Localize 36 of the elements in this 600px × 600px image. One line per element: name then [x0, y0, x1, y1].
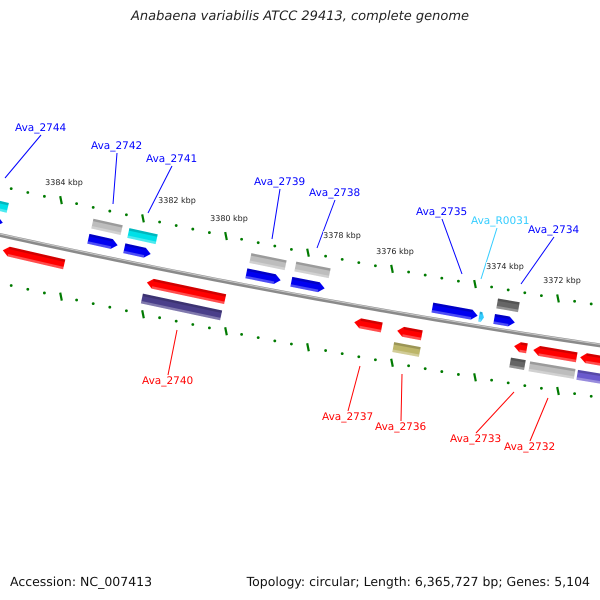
gene-label: Ava_2742	[91, 140, 142, 153]
gene-label: Ava_2732	[504, 441, 556, 454]
footer-text: Accession: NC_007413	[10, 574, 152, 589]
leader-line	[530, 398, 548, 442]
leader-line	[112, 152, 118, 204]
leader-line	[476, 392, 514, 434]
gene-label: Ava_2738	[309, 187, 360, 200]
leader-line	[442, 218, 462, 274]
gene-label: Ava_2740	[142, 375, 194, 388]
leader-line	[520, 236, 554, 284]
footer-text: Topology: circular; Length: 6,365,727 bp; Genes: 5,104	[246, 574, 590, 589]
position-label: 3378 kbp	[323, 230, 361, 241]
gene-label: Ava_2734	[528, 224, 580, 237]
leader-line	[400, 374, 402, 422]
position-label: 3376 kbp	[376, 246, 414, 257]
gene-label: Ava_2736	[375, 421, 426, 434]
gene-label: Ava_2739	[254, 176, 306, 189]
leader-line	[148, 166, 172, 214]
title: Anabaena variabilis ATCC 29413, complete genome	[130, 9, 470, 24]
leader-line	[168, 330, 178, 376]
gene-label: Ava_2735	[416, 206, 468, 219]
position-label: 3372 kbp	[543, 276, 581, 286]
leader-line	[316, 200, 336, 248]
gene-label: Ava_R0031	[471, 215, 530, 228]
position-label: 3382 kbp	[158, 196, 196, 206]
gene-label: Ava_2741	[146, 153, 198, 166]
leader-line	[272, 188, 280, 240]
position-label: 3380 kbp	[210, 214, 248, 224]
gene-label: Ava_2733	[450, 433, 502, 446]
leader-line	[4, 134, 42, 178]
position-label: 3384 kbp	[45, 178, 83, 188]
leader-line	[348, 366, 360, 412]
leader-line	[480, 228, 498, 280]
gene-label: Ava_2744	[15, 122, 66, 135]
position-label: 3374 kbp	[486, 262, 524, 272]
gene-label: Ava_2737	[322, 411, 374, 424]
